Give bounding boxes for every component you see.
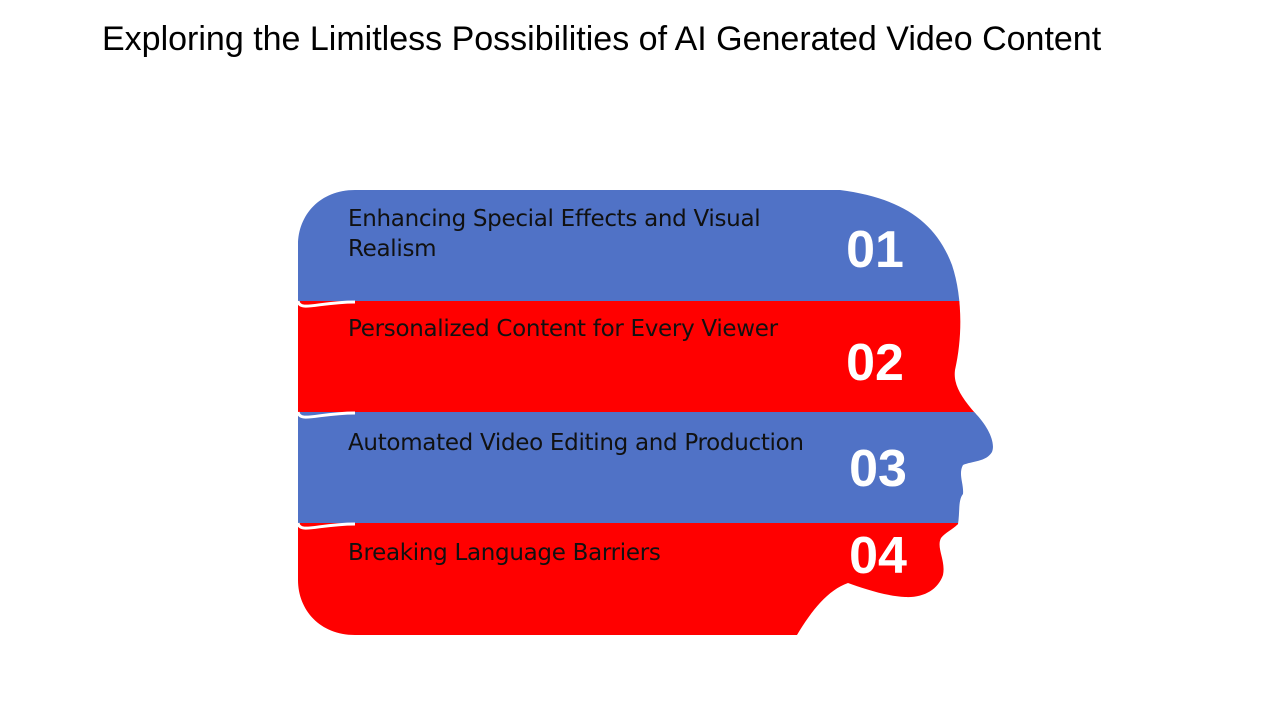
band-3 bbox=[298, 412, 993, 525]
step-2-number: 02 bbox=[846, 334, 904, 392]
step-2-label: Personalized Content for Every Viewer bbox=[348, 316, 778, 342]
step-1-number: 01 bbox=[846, 221, 904, 279]
step-3-label: Automated Video Editing and Production bbox=[348, 430, 804, 456]
slide-title: Exploring the Limitless Possibilities of… bbox=[102, 20, 1102, 58]
band-1 bbox=[298, 190, 993, 303]
step-3-number: 03 bbox=[849, 440, 907, 498]
step-4-number: 04 bbox=[849, 527, 907, 585]
step-1-label: Enhancing Special Effects and Visual Rea… bbox=[348, 206, 761, 262]
band-2 bbox=[298, 301, 993, 414]
step-4-label: Breaking Language Barriers bbox=[348, 540, 661, 566]
